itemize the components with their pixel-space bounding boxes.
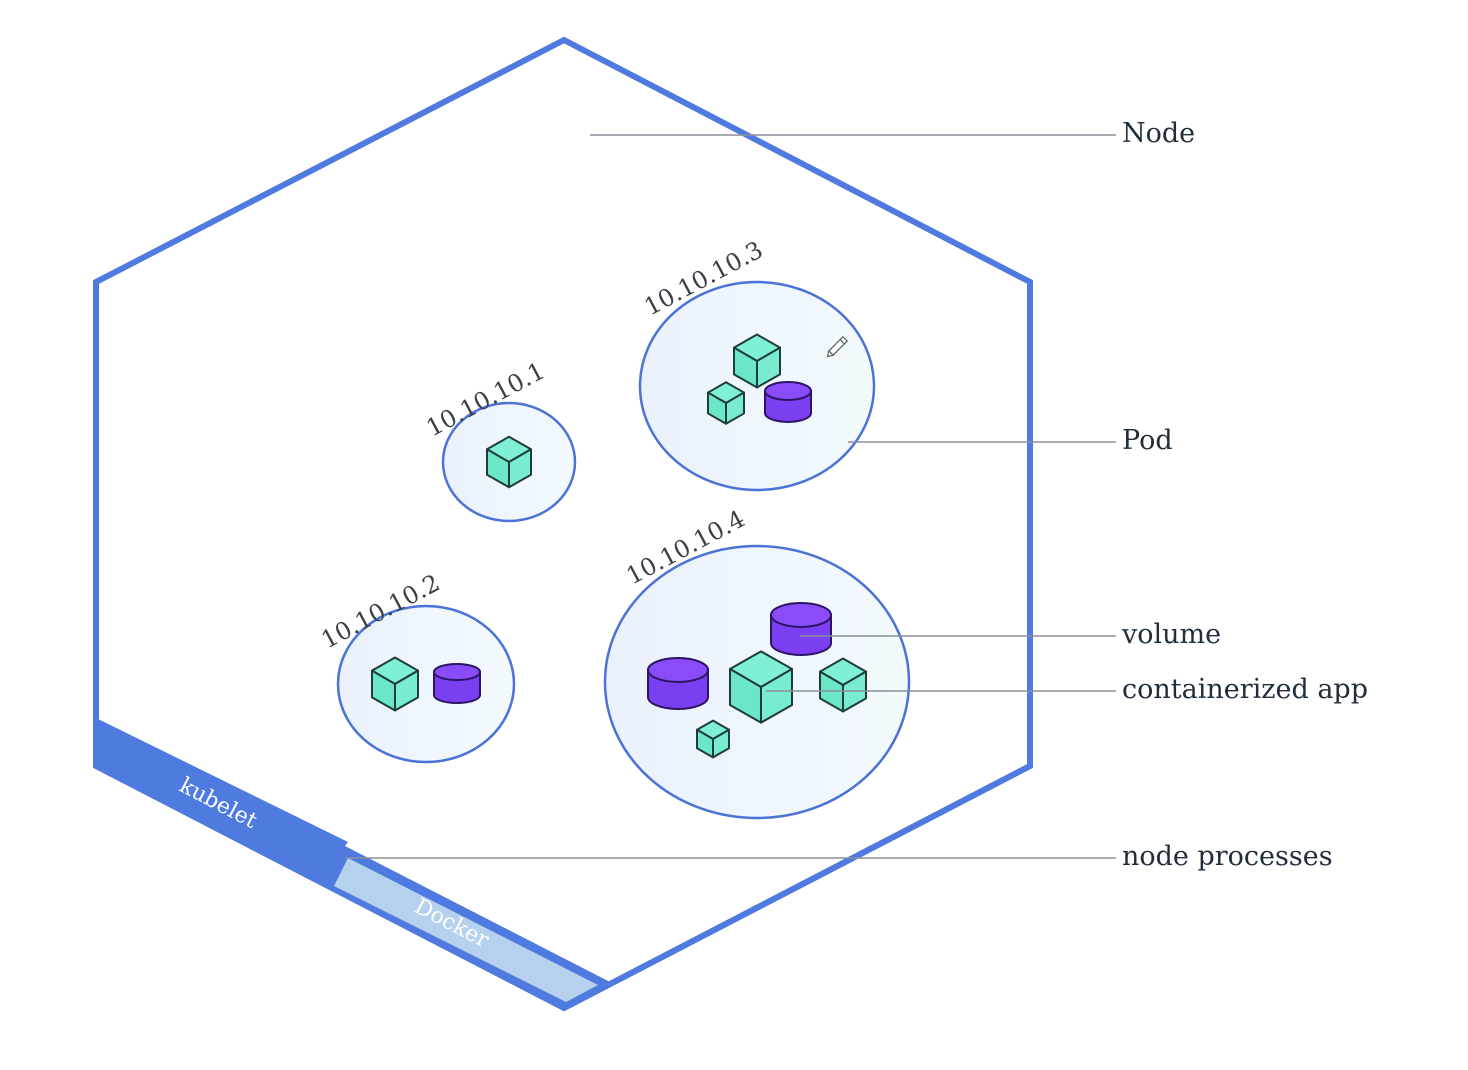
container-cube-icon [697, 721, 729, 758]
containerized-app-callout-label: containerized app [1122, 674, 1368, 705]
pencil-icon [826, 335, 849, 358]
volume-callout-label: volume [1121, 619, 1221, 650]
docker-bar[interactable] [334, 858, 598, 1002]
node-hexagon [93, 36, 1033, 1012]
node-processes-callout-label: node processes [1122, 841, 1333, 872]
node-callout-label: Node [1122, 118, 1195, 149]
volume-cylinder-icon [764, 381, 812, 423]
volume-cylinder-icon [770, 602, 832, 656]
volume-cylinder-icon [647, 657, 709, 710]
volume-cylinder-icon [433, 663, 481, 704]
pod-10-10-10-4[interactable]: 10.10.10.4 [603, 505, 911, 820]
container-cube-icon [708, 382, 744, 423]
node-processes-band [96, 718, 612, 1008]
pod-callout-label: Pod [1122, 425, 1173, 456]
